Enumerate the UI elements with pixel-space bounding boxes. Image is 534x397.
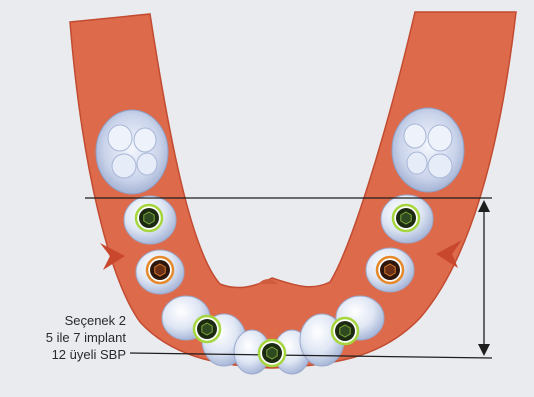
implant-green — [393, 205, 419, 231]
caption-line-option: Seçenek 2 — [8, 312, 126, 329]
implant-green — [194, 316, 220, 342]
implant-orange — [147, 257, 173, 283]
implant-green — [259, 340, 285, 366]
molar-tooth-right — [392, 108, 464, 192]
implant-green — [136, 205, 162, 231]
caption-line-bridge: 12 üyeli SBP — [8, 346, 126, 363]
implant-orange — [377, 257, 403, 283]
implant-green — [332, 318, 358, 344]
option-caption: Seçenek 2 5 ile 7 implant 12 üyeli SBP — [8, 312, 126, 363]
vertical-dimension-arrow — [478, 200, 490, 356]
molar-tooth-left — [96, 110, 168, 194]
caption-line-implants: 5 ile 7 implant — [8, 329, 126, 346]
